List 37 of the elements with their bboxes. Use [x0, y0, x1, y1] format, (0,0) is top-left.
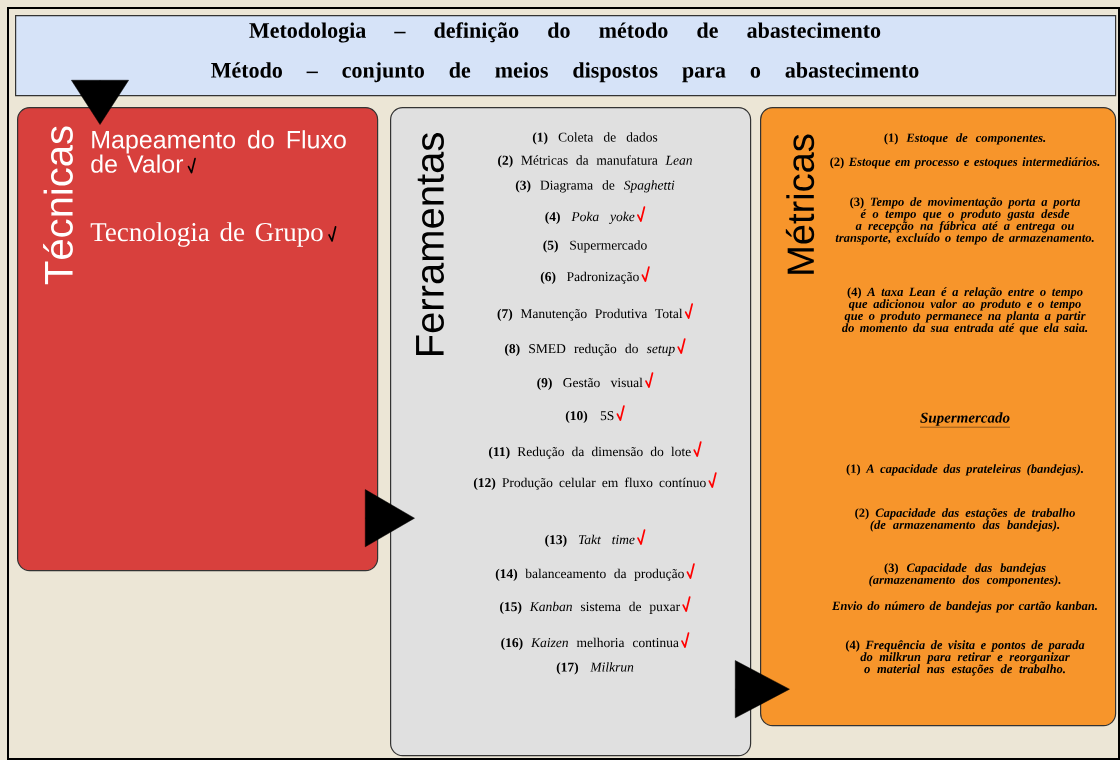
tool-item: (8) SMED redução do setup	[505, 338, 686, 356]
tool-item: (5) Supermercado	[543, 240, 647, 253]
tool-item: (6) Padronização	[540, 266, 650, 284]
tool-item: (16) Kaizen melhoria continua	[501, 632, 690, 650]
heading: Metodologia – definição do método de abastecimento	[249, 22, 881, 43]
metric-text: (4) A taxa Lean é a relação entre o tempo que adicionou valor ao produto e o tempo que o produto permanece na planta a partir do momento da sua entrada até que ela saia.	[842, 287, 1088, 335]
metric-text: (2) Capacidade das estações de trabalho (de armazenamento das bandejas).	[855, 508, 1075, 532]
metric-text: (3) Tempo de movimentação porta a porta é o tempo que o produto gasta desde a recepção na fábrica até a entrega ou transporte, excluído o tempo de armazenamento.	[835, 197, 1094, 245]
column-heading: Métricas	[785, 134, 815, 274]
arrow	[364, 489, 415, 548]
tool-item: (12) Produção celular em fluxo contínuo	[473, 472, 717, 490]
tool-item: (3) Diagrama de Spaghetti	[515, 180, 675, 193]
technique-text: Tecnologia de Grupo	[90, 222, 337, 247]
tool-item: (4) Poka yoke	[545, 206, 646, 224]
metric-text: (3) Capacidade das bandejas (armazenamento dos componentes).	[869, 563, 1061, 587]
tool-item: (11) Redução da dimensão do lote	[489, 441, 702, 459]
metric-text: (1) A capacidade das prateleiras (bandejas).	[846, 464, 1083, 476]
tool-item: (14) balanceamento da produção	[495, 563, 695, 581]
technique-text: Mapeamento do Fluxo de Valor	[91, 130, 346, 174]
heading: Método – conjunto de meios dispostos para o abastecimento	[211, 62, 919, 83]
tool-item: (9) Gestão visual	[537, 372, 654, 390]
tool-item: (7) Manutenção Produtiva Total	[497, 303, 693, 321]
tool-item: (13) Takt time	[545, 529, 646, 547]
tool-item: (1) Coleta de dados	[532, 132, 658, 145]
column-heading: Técnicas	[43, 126, 73, 285]
tool-item: (17) Milkrun	[556, 662, 634, 675]
arrow	[71, 79, 129, 125]
section-heading: Supermercado	[919, 412, 1011, 428]
metric-text: Envio do número de bandejas por cartão kanban.	[832, 601, 1097, 613]
column-heading: Ferramentas	[416, 133, 444, 356]
metric-text: (1) Estoque de componentes.	[884, 133, 1046, 145]
tool-item: (15) Kanban sistema de puxar	[500, 596, 691, 614]
tool-item: (2) Métricas da manufatura Lean	[498, 155, 692, 168]
tool-item: (10) 5S	[565, 405, 625, 423]
metric-text: (4) Frequência de visita e pontos de parada do milkrun para retirar e reorganizar o material nas estações de trabalho.	[845, 640, 1085, 676]
arrow	[734, 660, 790, 719]
metric-text: (2) Estoque em processo e estoques intermediários.	[830, 157, 1100, 169]
